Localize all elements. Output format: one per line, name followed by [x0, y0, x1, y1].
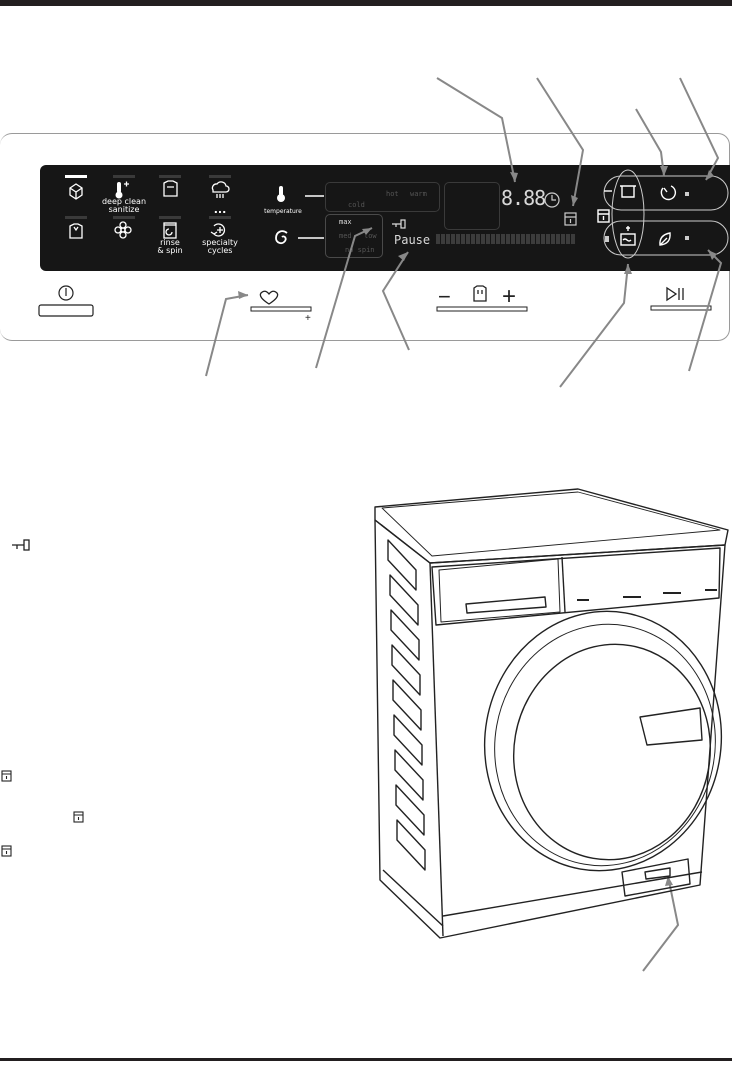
temp-hot: hot	[386, 190, 399, 198]
spin-no-spin: no spin	[345, 246, 375, 254]
favorite-plus: +	[305, 313, 311, 324]
shirt-icon	[163, 180, 178, 197]
spin-display: max med low no spin	[325, 214, 383, 258]
washing-machine-illustration	[374, 488, 729, 939]
favorite-button[interactable]	[250, 290, 312, 312]
key-lock-icon	[392, 219, 406, 229]
option-led-1	[685, 192, 689, 196]
options-column-highlight	[611, 169, 645, 259]
option-led-2	[685, 236, 689, 240]
door-lock-icon	[1, 770, 12, 782]
program-button-rinse-spin[interactable]: rinse & spin	[148, 218, 192, 255]
temperature-display: cold hot warm	[325, 182, 440, 212]
specialty-cycles-dots: ...	[213, 203, 227, 216]
temperature-button[interactable]: temperature	[258, 183, 308, 215]
callout-arrowheads	[238, 166, 717, 886]
cloud-drops-icon	[211, 181, 230, 198]
top-rule	[0, 0, 732, 6]
time-plus: +	[502, 283, 517, 310]
status-text-display: Pause	[394, 233, 431, 247]
time-minus: −	[438, 284, 451, 309]
drum-clean-icon[interactable]	[620, 185, 636, 198]
program-label: deep clean sanitize	[101, 197, 147, 214]
progress-segments	[436, 234, 575, 244]
delay-start-icon[interactable]	[660, 185, 677, 201]
spin-low: low	[364, 232, 377, 240]
spin-swirl-icon	[275, 230, 288, 245]
thermometer-icon	[277, 186, 285, 202]
door-lock-option-icon	[597, 209, 610, 223]
shirt-fold-icon	[69, 223, 83, 239]
temperature-label: temperature	[264, 208, 302, 215]
options-group-bottom	[603, 220, 729, 256]
spin-max: max	[339, 218, 352, 226]
bottom-rule	[0, 1058, 732, 1061]
option-led-3	[605, 236, 609, 242]
key-lock-icon	[12, 539, 30, 551]
program-button-specialty[interactable]: specialty cycles	[198, 218, 242, 255]
program-label: specialty cycles	[202, 238, 238, 255]
clock-icon	[544, 192, 560, 208]
eco-leaf-icon[interactable]	[659, 232, 671, 246]
spin-med: med	[339, 232, 352, 240]
start-pause-button[interactable]	[650, 286, 712, 311]
temp-cold: cold	[348, 201, 365, 209]
rinse-spin-icon	[163, 222, 177, 239]
time-display-box	[444, 182, 500, 230]
program-button-deep-clean[interactable]: deep clean sanitize	[102, 177, 146, 214]
door-lock-icon	[1, 845, 12, 857]
digit-display: 8.88	[501, 186, 546, 210]
door-lock-indicator-icon	[564, 212, 577, 226]
flower-icon	[114, 221, 132, 239]
spin-button[interactable]	[270, 226, 294, 250]
extra-rinse-icon[interactable]	[620, 226, 636, 246]
time-manager-buttons[interactable]	[436, 285, 528, 312]
program-indicators	[65, 175, 231, 219]
temp-warm: warm	[410, 190, 427, 198]
specialty-icon	[210, 223, 226, 237]
program-label: rinse & spin	[157, 238, 183, 255]
thermometer-plus-icon	[115, 181, 129, 199]
options-group-top	[603, 175, 729, 211]
power-button[interactable]	[38, 285, 94, 317]
cotton-icon	[69, 183, 83, 200]
door-lock-icon	[73, 811, 84, 823]
